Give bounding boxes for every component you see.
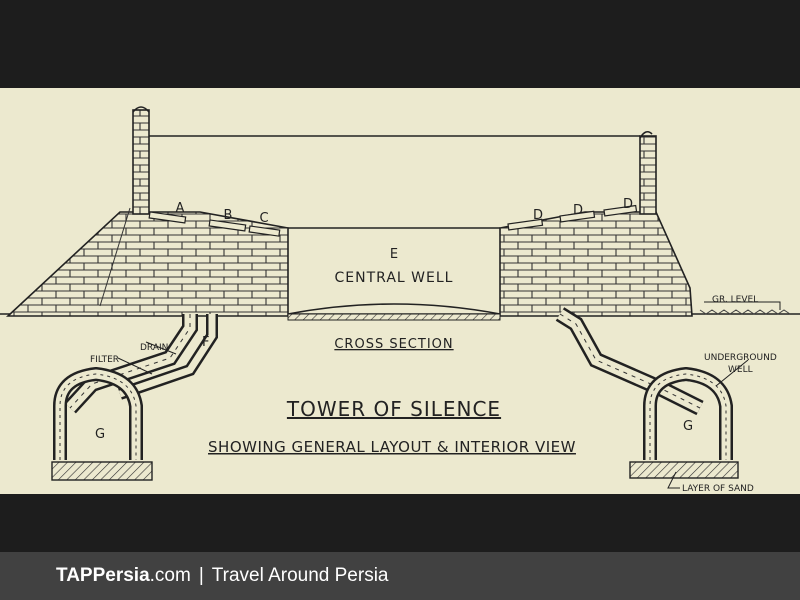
left-tower-wall [5, 106, 289, 317]
label-a: A [176, 201, 185, 216]
central-letter: E [390, 247, 398, 262]
label-filter: FILTER [90, 355, 119, 365]
label-g-left: G [95, 427, 105, 442]
label-ground-level: GR. LEVEL [712, 295, 758, 305]
label-d-2: D [573, 203, 583, 218]
label-underground: UNDERGROUND [704, 353, 777, 363]
left-underground-well [51, 366, 153, 481]
diagram-title: TOWER OF SILENCE [286, 397, 501, 421]
label-b: B [224, 208, 233, 223]
label-d-1: D [533, 208, 543, 223]
label-g-right: G [683, 419, 693, 434]
brand-name[interactable]: TAPPersia [56, 565, 150, 586]
footer-separator: | [198, 565, 204, 586]
right-tower-wall [499, 130, 693, 317]
brand-domain[interactable]: .com [149, 565, 191, 586]
footer-bar: TAPPersia.com | Travel Around Persia [0, 552, 800, 600]
central-well-mound [287, 303, 501, 315]
central-well-label: CENTRAL WELL [335, 270, 454, 286]
label-c: C [259, 211, 268, 226]
label-d-3: D [623, 197, 633, 212]
diagram-image: A B C D D D E CENTRAL WELL CROSS SECTION… [0, 88, 800, 494]
label-f: F [202, 335, 209, 350]
top-frame-band [0, 0, 800, 88]
central-well-base [287, 313, 501, 321]
label-underground-well: WELL [728, 365, 753, 375]
platforms [148, 204, 638, 237]
diagram-subtitle: SHOWING GENERAL LAYOUT & INTERIOR VIEW [208, 438, 576, 456]
section-label: CROSS SECTION [334, 337, 453, 352]
label-drain: DRAIN [140, 343, 168, 353]
footer-tagline: Travel Around Persia [211, 565, 389, 586]
leader-lines [117, 301, 781, 489]
label-layer-of-sand: LAYER OF SAND [682, 484, 754, 494]
left-drain-channel [64, 314, 218, 414]
ground-texture [699, 309, 791, 315]
right-drain-channel [555, 307, 704, 416]
bottom-frame-band [0, 494, 800, 552]
right-underground-well [629, 366, 739, 479]
tower-diagram-svg: A B C D D D E CENTRAL WELL CROSS SECTION… [0, 106, 800, 494]
